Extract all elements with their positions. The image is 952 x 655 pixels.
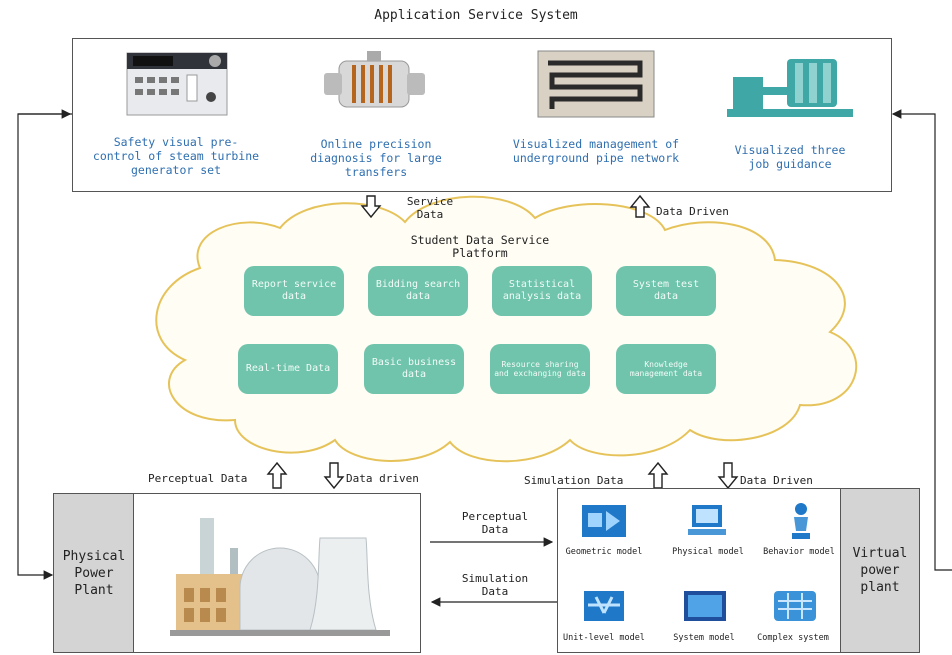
turbine-machine-icon [727, 59, 853, 117]
pipe-network-icon [537, 50, 655, 118]
page-title: Application Service System [374, 8, 578, 23]
model-label-system: System model [673, 633, 735, 643]
model-label-physical: Physical model [672, 547, 744, 557]
perceptual-up-arrow [266, 461, 288, 489]
physical-plant-label-box: Physical Power Plant [53, 493, 135, 653]
system-model-icon [684, 591, 726, 621]
platform-cloud [155, 195, 857, 463]
app-label-pipe-network: Visualized management of underground pip… [512, 137, 680, 165]
application-service-box: Safety visual pre-control of steam turbi… [72, 38, 892, 192]
model-label-complex: Complex system [757, 633, 829, 643]
data-driven-top-label: Data Driven [656, 205, 729, 218]
physical-model-icon [688, 505, 726, 535]
model-label-unit-level: Unit-level model [563, 633, 645, 643]
power-plant-icon [170, 518, 390, 636]
simulation-data-right-label: Simulation Data [524, 474, 624, 487]
app-label-steam-turbine: Safety visual pre-control of steam turbi… [92, 135, 260, 177]
data-driven-left-label: Data driven [346, 472, 419, 485]
right-loop-line [891, 109, 952, 571]
virtual-plant-label-box: Virtual power plant [840, 488, 920, 653]
virtual-plant-label: Virtual power plant [852, 546, 908, 595]
platform-item-statistical-analysis: Statistical analysis data [492, 266, 592, 316]
platform-item-real-time: Real-time Data [238, 344, 338, 394]
virtual-models-frame: Geometric model Physical model Behavior … [557, 488, 842, 653]
data-driven-right-down-arrow [717, 462, 739, 490]
service-data-label: Service Data [406, 195, 454, 221]
control-panel-icon [126, 52, 228, 116]
transformer-icon [324, 51, 425, 108]
geometric-model-icon [582, 505, 626, 537]
platform-item-report-service: Report service data [244, 266, 344, 316]
data-driven-down-arrow [323, 462, 345, 490]
simulation-up-arrow [647, 461, 669, 489]
simulation-data-mid-label: Simulation Data [461, 572, 529, 598]
app-label-transformer: Online precision diagnosis for large tra… [310, 137, 442, 179]
perceptual-data-mid-label: Perceptual Data [461, 510, 529, 536]
platform-item-basic-business: Basic business data [364, 344, 464, 394]
behavior-model-icon [792, 503, 810, 539]
data-driven-up-arrow [629, 194, 651, 218]
platform-title: Student Data Service Platform [410, 233, 550, 260]
app-label-three-job: Visualized three job guidance [734, 143, 846, 171]
data-driven-right-label: Data Driven [740, 474, 813, 487]
physical-plant-frame [133, 493, 421, 653]
platform-item-system-test: System test data [616, 266, 716, 316]
physical-plant-label: Physical Power Plant [62, 548, 126, 598]
platform-item-resource-sharing: Resource sharing and exchanging data [490, 344, 590, 394]
unit-level-model-icon [584, 591, 624, 621]
perceptual-data-left-label: Perceptual Data [148, 472, 248, 485]
service-data-down-arrow [360, 195, 382, 219]
complex-system-icon [774, 591, 816, 621]
platform-item-bidding-search: Bidding search data [368, 266, 468, 316]
platform-item-knowledge-management: Knowledge management data [616, 344, 716, 394]
model-label-geometric: Geometric model [565, 547, 643, 557]
model-label-behavior: Behavior model [763, 547, 835, 557]
